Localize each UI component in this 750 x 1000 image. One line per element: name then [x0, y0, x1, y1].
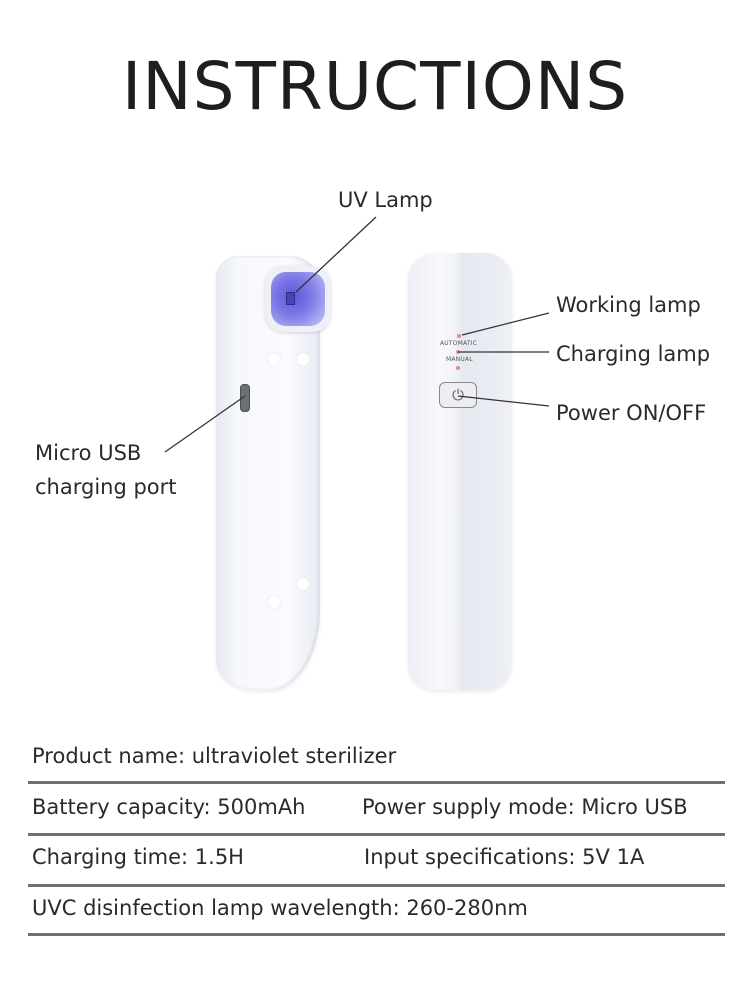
divider: [28, 781, 725, 784]
divider: [28, 933, 725, 936]
callout-working-lamp: Working lamp: [556, 293, 701, 317]
uv-lamp-head: [265, 266, 331, 332]
uv-lamp-icon: [286, 292, 295, 305]
callout-usb-line2: charging port: [35, 475, 177, 499]
indicator-dot: [297, 353, 309, 365]
indicator-dot: [297, 578, 309, 590]
spec-wavelength: UVC disinfection lamp wavelength: 260-28…: [32, 896, 528, 920]
power-button[interactable]: ⏻: [439, 382, 477, 408]
spec-charging-time: Charging time: 1.5H: [32, 845, 244, 869]
page-title: INSTRUCTIONS: [121, 48, 629, 125]
micro-usb-port-icon: [240, 384, 250, 412]
divider: [28, 833, 725, 836]
mode-label-manual: MANUAL: [446, 356, 473, 363]
working-lamp-led: [457, 334, 461, 338]
indicator-dot: [268, 353, 280, 365]
spec-product-name: Product name: ultraviolet sterilizer: [32, 744, 397, 768]
mode-label-automatic: AUTOMATIC: [440, 340, 478, 347]
spec-input: Input specifications: 5V 1A: [364, 845, 645, 869]
indicator-dot: [268, 596, 280, 608]
spec-battery: Battery capacity: 500mAh: [32, 795, 306, 819]
divider: [28, 884, 725, 887]
callout-uv-lamp: UV Lamp: [338, 188, 433, 212]
uv-lamp-glow: [271, 272, 325, 326]
charging-lamp-led: [456, 350, 460, 354]
device-front-view: [408, 253, 512, 690]
callout-usb-line1: Micro USB: [35, 441, 142, 465]
indicator-led: [456, 366, 460, 370]
callout-power: Power ON/OFF: [556, 401, 707, 425]
power-icon: ⏻: [452, 386, 464, 404]
spec-power-supply: Power supply mode: Micro USB: [362, 795, 688, 819]
callout-charging-lamp: Charging lamp: [556, 342, 711, 366]
